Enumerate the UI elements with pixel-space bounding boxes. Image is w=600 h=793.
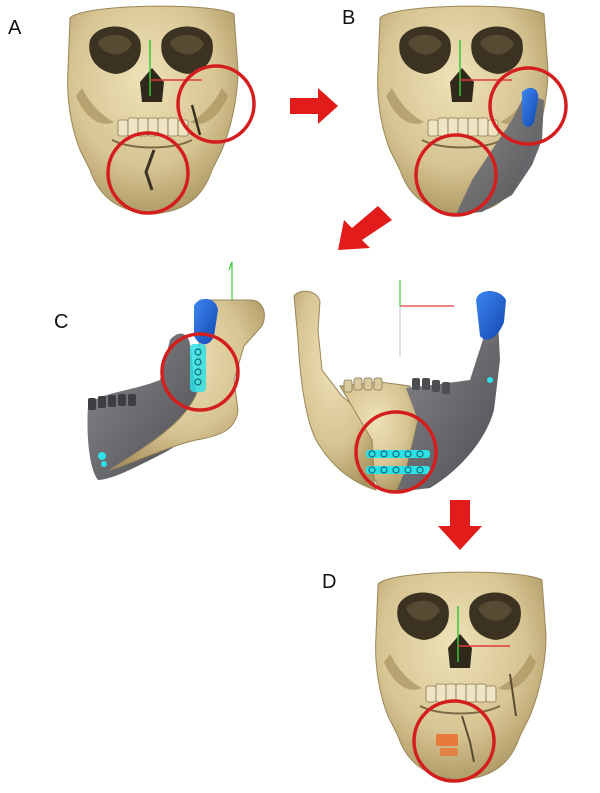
panel-b-label: B — [342, 7, 355, 29]
panel-b-skull — [376, 5, 549, 215]
panel-d-label: D — [322, 571, 336, 593]
highlight-circle-chin — [414, 133, 498, 217]
panel-c-frontal-mandible — [293, 280, 506, 493]
arrow-right-icon — [290, 88, 338, 124]
highlight-circle-ramus — [160, 332, 240, 412]
highlight-circle-chin — [106, 131, 190, 215]
panel-c-label: C — [54, 311, 68, 333]
highlight-circle-condyle — [176, 64, 256, 144]
panel-a: A — [8, 5, 256, 215]
highlight-circle-condyle — [488, 66, 568, 146]
panel-b: B — [342, 5, 568, 217]
panel-d: D — [322, 571, 547, 783]
highlight-circle-chin — [412, 699, 496, 783]
panel-c: C — [54, 261, 506, 494]
highlight-circle-chin-plates — [354, 410, 438, 494]
panel-a-label: A — [8, 17, 22, 39]
arrow-down-left-icon — [338, 206, 392, 250]
arrow-down-icon — [438, 500, 482, 550]
panel-a-skull — [66, 5, 239, 215]
panel-d-skull — [374, 571, 547, 781]
